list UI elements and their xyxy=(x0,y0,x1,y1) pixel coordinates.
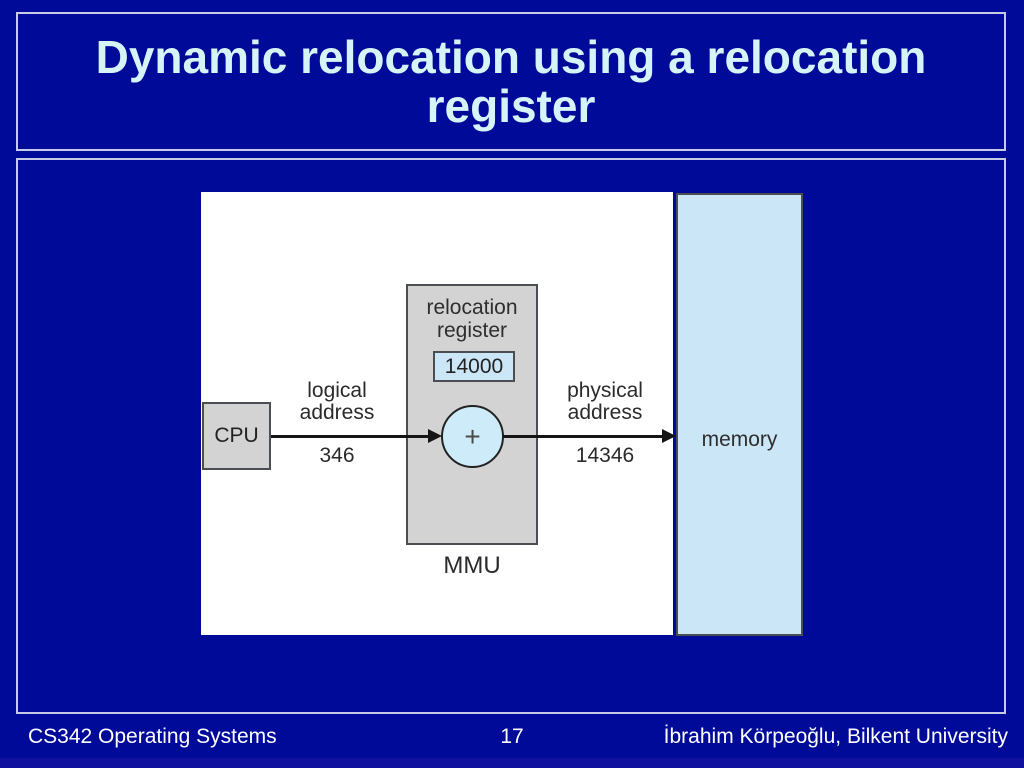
logical-address-label-line1: logical xyxy=(307,379,367,402)
slide-footer: CS342 Operating Systems 17 İbrahim Körpe… xyxy=(0,725,1024,751)
relocation-register-label-line1: relocation xyxy=(426,296,518,319)
relocation-register-label-line2: register xyxy=(436,319,508,342)
footer-page-number: 17 xyxy=(500,725,524,748)
logical-address-arrow xyxy=(271,435,429,438)
plus-icon: + xyxy=(464,420,481,452)
slide-title-box: Dynamic relocation using a relocation re… xyxy=(16,12,1006,151)
relocation-register-value: 14000 xyxy=(444,354,504,378)
memory-label: memory xyxy=(701,428,778,451)
logical-address-value: 346 xyxy=(319,444,355,467)
cpu-label: CPU xyxy=(214,424,259,447)
physical-address-label-line1: physical xyxy=(567,379,643,402)
adder-circle: + xyxy=(441,405,504,468)
slide-title-line2: register xyxy=(426,79,596,132)
bottom-edge-strip xyxy=(0,758,1024,768)
cpu-box: CPU xyxy=(202,402,271,470)
physical-address-value: 14346 xyxy=(575,444,635,467)
slide-title-line1: Dynamic relocation using a relocation xyxy=(95,30,927,83)
logical-address-label-line2: address xyxy=(299,401,375,424)
physical-address-arrowhead-icon xyxy=(662,429,676,443)
logical-address-label: logical address xyxy=(278,380,396,424)
logical-address-arrowhead-icon xyxy=(428,429,442,443)
physical-address-arrow xyxy=(503,435,663,438)
footer-course: CS342 Operating Systems xyxy=(28,725,277,748)
slide-content-frame xyxy=(16,158,1006,714)
relocation-register-label: relocation register xyxy=(408,296,536,342)
physical-address-label: physical address xyxy=(546,380,664,424)
relocation-register-value-box: 14000 xyxy=(433,351,515,382)
mmu-label: MMU xyxy=(443,552,501,579)
slide-title: Dynamic relocation using a relocation re… xyxy=(95,30,927,132)
footer-author: İbrahim Körpeoğlu, Bilkent University xyxy=(663,725,1008,748)
memory-box: memory xyxy=(676,193,803,636)
physical-address-label-line2: address xyxy=(567,401,643,424)
